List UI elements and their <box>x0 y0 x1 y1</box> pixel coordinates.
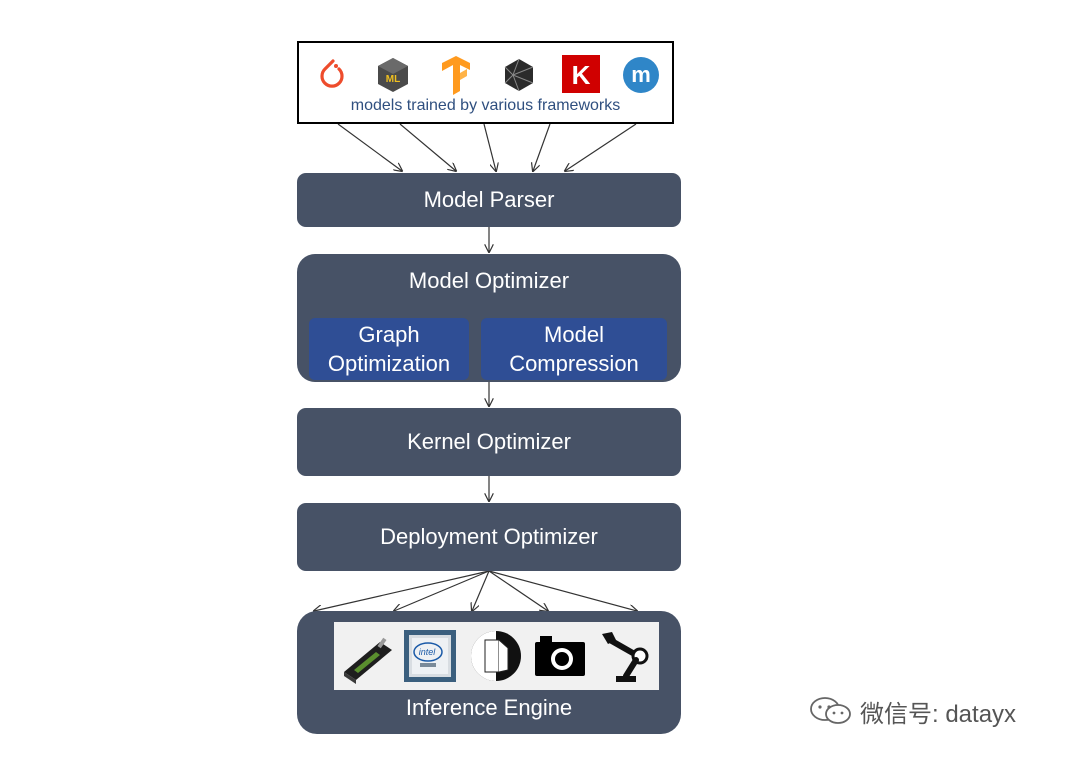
arrow-fw-2 <box>399 123 456 171</box>
arrow-deploy-2 <box>394 570 490 611</box>
model-optimizer-box: Model Optimizer Graph Optimization Model… <box>297 254 681 382</box>
arrow-fw-3 <box>483 123 496 171</box>
coreml-icon: ML <box>378 58 408 92</box>
model-compression-label: Model Compression <box>509 322 639 376</box>
deployment-optimizer-box: Deployment Optimizer <box>297 503 681 571</box>
kernel-optimizer-box: Kernel Optimizer <box>297 408 681 476</box>
svg-text:ML: ML <box>386 74 400 85</box>
keras-icon: K <box>562 55 600 93</box>
fpga-chip-icon <box>471 631 521 681</box>
wechat-icon <box>810 697 851 724</box>
svg-text:m: m <box>631 62 651 87</box>
gpu-card-icon <box>344 637 392 684</box>
arrow-deploy-5 <box>488 570 637 611</box>
hardware-strip: intel <box>334 622 659 690</box>
svg-text:intel: intel <box>419 647 437 657</box>
watermark: 微信号: datayx <box>808 694 1068 728</box>
robot-arm-icon <box>602 632 649 682</box>
arrow-deploy-3 <box>472 570 490 611</box>
framework-icons: ML K m <box>299 55 672 95</box>
arrow-fw-1 <box>337 123 402 171</box>
model-parser-box: Model Parser <box>297 173 681 227</box>
deployment-optimizer-label: Deployment Optimizer <box>380 524 598 549</box>
model-optimizer-label: Model Optimizer <box>408 268 570 293</box>
frameworks-caption: models trained by various frameworks <box>350 97 621 114</box>
arrow-fw-4 <box>533 123 551 171</box>
intel-cpu-icon: intel <box>404 630 456 682</box>
kernel-optimizer-label: Kernel Optimizer <box>407 429 571 454</box>
mxnet-icon: m <box>623 57 659 93</box>
arrow-fw-5 <box>565 123 637 171</box>
arrow-deploy-1 <box>314 570 490 611</box>
graph-optimization-label: Graph Optimization <box>327 322 451 376</box>
model-parser-label: Model Parser <box>423 187 555 212</box>
arrow-deploy-4 <box>488 570 548 611</box>
model-compression-box: Model Compression <box>481 318 667 380</box>
camera-icon <box>535 636 585 676</box>
inference-engine-label: Inference Engine <box>405 695 573 720</box>
graph-optimization-box: Graph Optimization <box>309 318 469 380</box>
frameworks-box: ML K m models trained by various framewo… <box>297 41 674 124</box>
pytorch-icon <box>320 59 344 88</box>
watermark-text: 微信号: datayx <box>860 700 1017 728</box>
tensorflow-icon <box>442 56 470 95</box>
inference-engine-box: intel Inference Engine <box>297 611 681 734</box>
onnx-icon <box>504 58 534 92</box>
